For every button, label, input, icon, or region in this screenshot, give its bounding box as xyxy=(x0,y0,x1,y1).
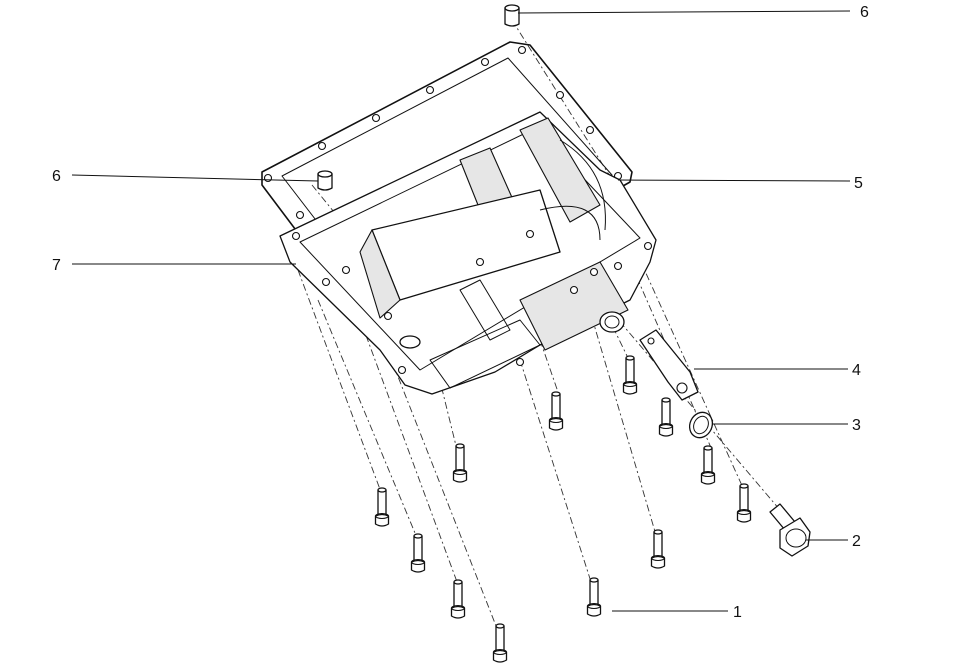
pan-bolts xyxy=(374,355,752,663)
sensor-bracket xyxy=(639,329,699,401)
pan-bolt xyxy=(548,391,564,431)
drain-plug xyxy=(769,503,811,557)
dowel-pin-left xyxy=(317,170,333,191)
pan-bolt xyxy=(410,533,426,573)
callout-6-left: 6 xyxy=(52,168,61,185)
callout-6-top: 6 xyxy=(860,4,869,21)
callout-2: 2 xyxy=(852,533,861,550)
leader-lines xyxy=(71,10,851,612)
callout-3: 3 xyxy=(852,417,861,434)
oil-pan-body xyxy=(279,111,657,395)
callout-4: 4 xyxy=(852,362,861,379)
callout-7: 7 xyxy=(52,257,61,274)
dowel-pin-top xyxy=(504,4,520,27)
pan-bolt xyxy=(450,579,466,619)
pan-bolt xyxy=(736,483,752,523)
pan-bolt xyxy=(622,355,638,395)
callout-5: 5 xyxy=(854,175,863,192)
pan-bolt xyxy=(586,577,602,617)
pan-bolt xyxy=(492,623,508,663)
callout-1: 1 xyxy=(733,604,742,621)
pan-bolt xyxy=(374,487,390,527)
pan-bolt xyxy=(658,397,674,437)
pan-bolt xyxy=(700,445,716,485)
pan-bolt xyxy=(650,529,666,569)
pan-bolt xyxy=(452,443,468,483)
sealing-washer xyxy=(688,411,714,439)
